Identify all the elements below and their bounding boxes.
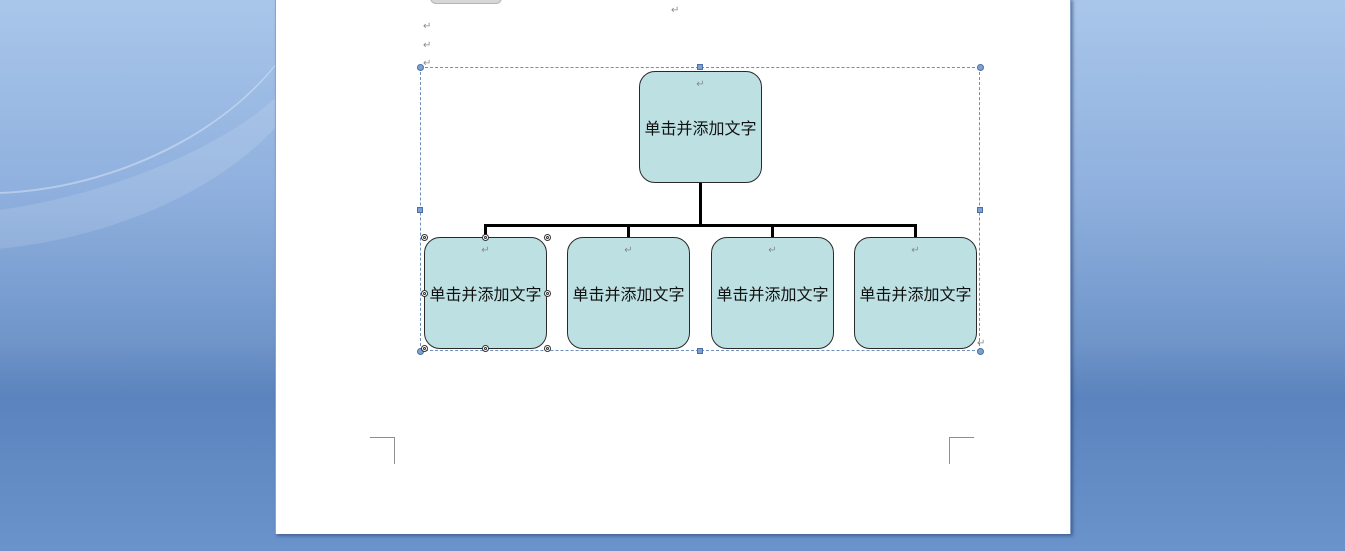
connector-vertical-root [699,182,702,226]
connector-child-1 [484,224,487,238]
margin-corner-mark-right [949,437,974,464]
paragraph-mark: ↵ [768,245,777,256]
connector-child-2 [627,224,630,238]
paragraph-mark: ↵ [671,5,680,16]
paragraph-mark: ↵ [481,245,490,256]
resize-handle-top-right[interactable] [977,64,984,71]
resize-handle-right[interactable] [977,207,983,213]
connector-child-4 [914,224,917,238]
child-box-label: 单击并添加文字 [716,285,829,304]
connector-horizontal [484,224,917,227]
paragraph-mark: ↵ [423,40,432,51]
shape-handle-top-right[interactable] [544,234,551,241]
connector-child-3 [771,224,774,238]
resize-handle-bottom-right[interactable] [977,348,984,355]
resize-handle-top-left[interactable] [417,64,424,71]
shape-handle-left[interactable] [421,290,428,297]
paragraph-mark: ↵ [696,79,705,90]
paragraph-mark: ↵ [423,58,432,69]
resize-handle-bottom[interactable] [697,348,703,354]
resize-handle-top[interactable] [697,64,703,70]
org-chart-child-box-1[interactable]: ↵ 单击并添加文字 [424,237,547,349]
paragraph-mark: ↵ [624,245,633,256]
org-chart-child-box-4[interactable]: ↵ 单击并添加文字 [854,237,977,349]
child-box-label: 单击并添加文字 [429,285,542,304]
margin-corner-mark-left [370,437,395,464]
shape-handle-bottom[interactable] [482,345,489,352]
shape-handle-top-left[interactable] [421,234,428,241]
resize-handle-left[interactable] [417,207,423,213]
paragraph-mark: ↵ [423,21,432,32]
top-tab-fragment [430,0,502,4]
org-chart-root-box[interactable]: ↵ 单击并添加文字 [639,71,762,183]
child-box-label: 单击并添加文字 [859,285,972,304]
root-box-label: 单击并添加文字 [644,119,757,138]
shape-handle-top[interactable] [482,234,489,241]
org-chart-child-box-2[interactable]: ↵ 单击并添加文字 [567,237,690,349]
paragraph-mark: ↵ [977,338,986,349]
shape-handle-bottom-left[interactable] [421,345,428,352]
shape-handle-right[interactable] [544,290,551,297]
org-chart-child-box-3[interactable]: ↵ 单击并添加文字 [711,237,834,349]
shape-handle-bottom-right[interactable] [544,345,551,352]
paragraph-mark: ↵ [911,245,920,256]
child-box-label: 单击并添加文字 [572,285,685,304]
